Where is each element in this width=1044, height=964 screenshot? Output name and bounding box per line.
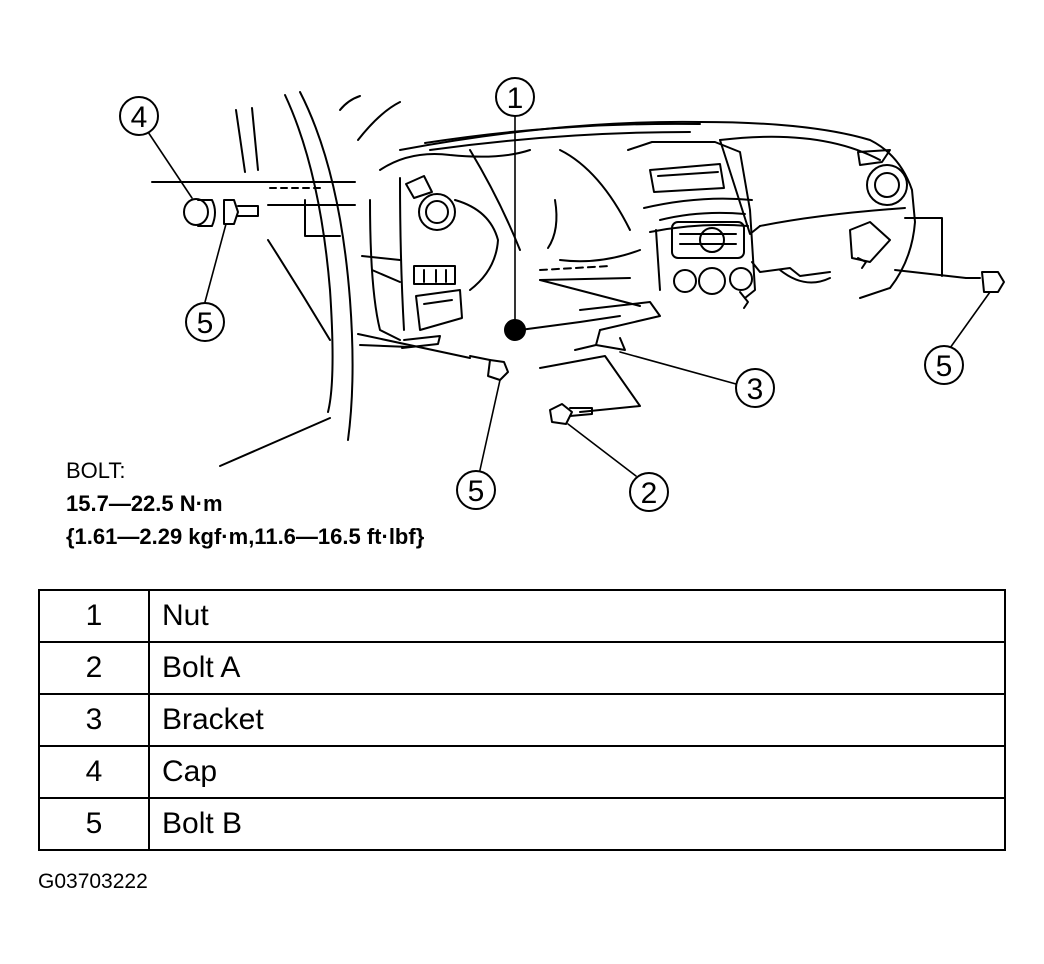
bolt-torque-alt-units: {1.61—2.29 kgf·m,11.6—16.5 ft·lbf}: [66, 524, 425, 549]
part-name: Bolt B: [148, 797, 1006, 851]
bolt-a-part: [549, 403, 593, 425]
figure-code: G03703222: [38, 870, 148, 893]
part-number: 1: [38, 589, 150, 643]
part-number: 3: [38, 693, 150, 747]
parts-legend-table: 1 Nut 2 Bolt A 3 Bracket 4 Cap 5 Bolt B: [38, 589, 1006, 851]
callout-5-center-circle: [456, 470, 496, 510]
callout-5-center-label: 5: [468, 475, 485, 508]
cap-part: [183, 198, 216, 227]
callout-1-circle: [495, 77, 535, 117]
callout-2-circle: [629, 472, 669, 512]
part-name: Cap: [148, 745, 1006, 799]
dashboard-removal-illustration: 1 4 5 3 5 5 2: [119, 77, 1005, 512]
leader-lines: [147, 115, 991, 477]
instrument-panel-drawing: [357, 120, 967, 359]
part-number: 5: [38, 797, 150, 851]
callout-4-label: 4: [131, 101, 148, 134]
part-name: Nut: [148, 589, 1006, 643]
bolt-b-left-part: [223, 199, 259, 225]
bolt-torque-nm: 15.7—22.5 N·m: [66, 491, 223, 516]
callout-5-left-label: 5: [197, 307, 214, 340]
table-row: 1 Nut: [38, 589, 1006, 643]
bolt-b-center-part: [469, 355, 509, 381]
bracket-drawing: [539, 355, 641, 413]
callout-4-circle: [119, 96, 159, 136]
part-name: Bolt A: [148, 641, 1006, 695]
callout-5-right-circle: [924, 345, 964, 385]
callout-1-label: 1: [507, 82, 524, 115]
callout-2-label: 2: [641, 477, 658, 510]
callout-5-right-label: 5: [936, 350, 953, 383]
nut-part: [504, 319, 526, 341]
part-number: 2: [38, 641, 150, 695]
part-name: Bracket: [148, 693, 1006, 747]
callout-3-circle: [735, 368, 775, 408]
table-row: 5 Bolt B: [38, 797, 1006, 851]
table-row: 4 Cap: [38, 745, 1006, 799]
part-number: 4: [38, 745, 150, 799]
bolt-b-right-part: [965, 271, 1005, 293]
table-row: 2 Bolt A: [38, 641, 1006, 695]
callout-3-label: 3: [747, 373, 764, 406]
bolt-spec-heading: BOLT:: [66, 458, 126, 483]
table-row: 3 Bracket: [38, 693, 1006, 747]
callout-5-left-circle: [185, 302, 225, 342]
a-pillar-drawing: [151, 91, 401, 467]
